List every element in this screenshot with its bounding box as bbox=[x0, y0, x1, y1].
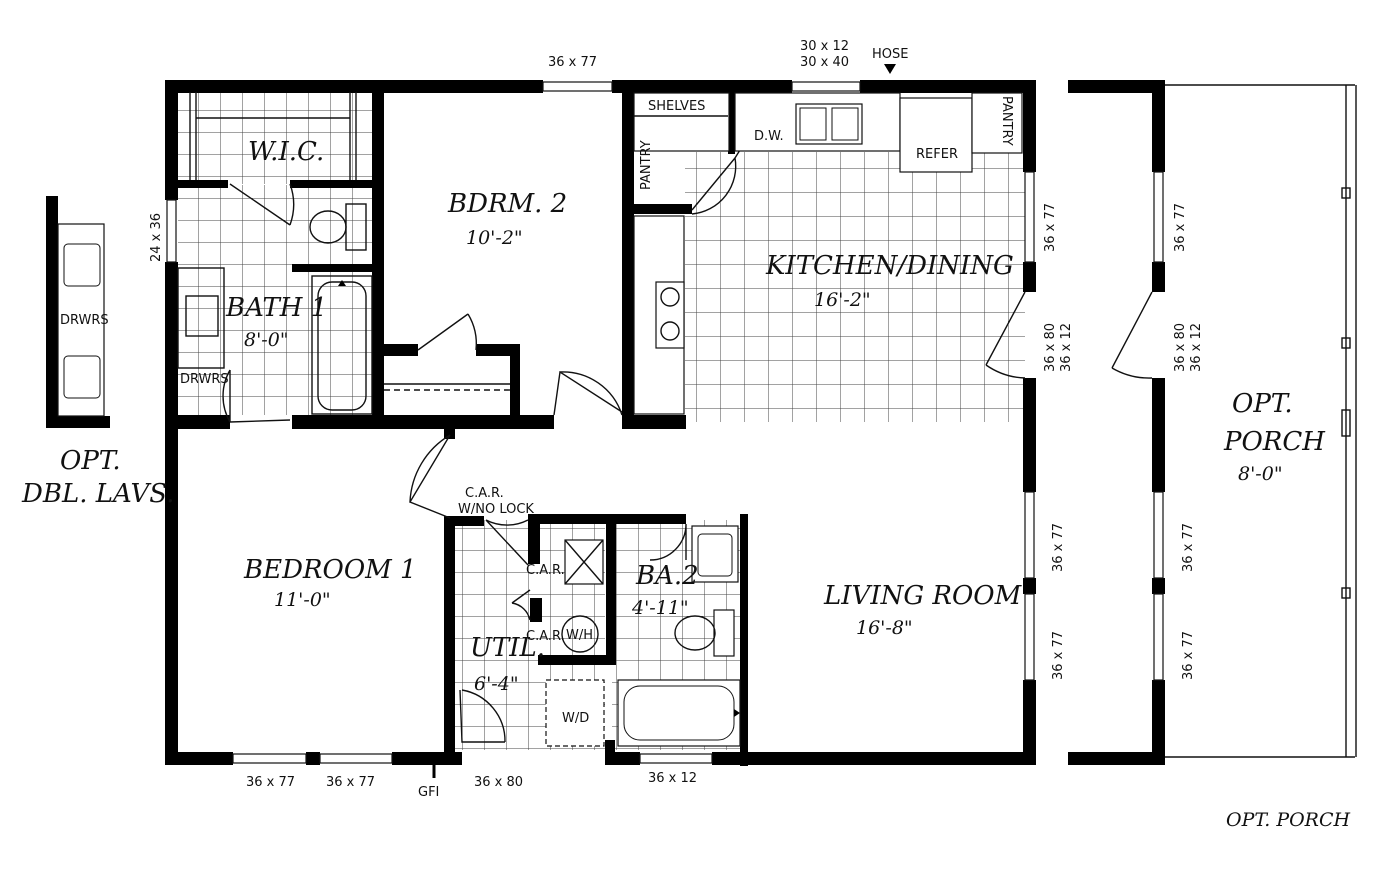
ba2-fixtures bbox=[617, 525, 741, 747]
bath1-tile-floor bbox=[178, 185, 373, 415]
dim-door-right-1: 36 x 80 bbox=[1043, 323, 1058, 372]
porch-caption: OPT. PORCH bbox=[1226, 809, 1351, 831]
dim-porch-door-1: 36 x 80 bbox=[1173, 323, 1188, 372]
dim-top-bdrm2: 36 x 77 bbox=[548, 55, 597, 70]
porch-size: 8'-0" bbox=[1238, 463, 1283, 485]
kitchen-label: KITCHEN/DINING bbox=[765, 251, 1014, 281]
shelves-label: SHELVES bbox=[648, 99, 705, 114]
pantry-label-right: PANTRY bbox=[999, 96, 1014, 146]
ba2-label: BA.2 bbox=[635, 561, 699, 591]
wic-closet-shelving bbox=[189, 92, 357, 180]
dim-porch-2: 36 x 77 bbox=[1181, 523, 1196, 572]
dw-label: D.W. bbox=[754, 129, 784, 144]
dim-living-right-1: 36 x 77 bbox=[1051, 523, 1066, 572]
opt-porch-walls bbox=[1068, 80, 1357, 765]
living-room-size: 16'-8" bbox=[856, 617, 913, 639]
wh-label: W/H bbox=[566, 628, 593, 643]
refer-label: REFER bbox=[916, 147, 958, 162]
bedroom1-size: 11'-0" bbox=[274, 589, 331, 611]
hose-marker bbox=[884, 64, 896, 74]
kitchen-counters bbox=[633, 92, 1023, 415]
dim-bottom-2: 36 x 77 bbox=[326, 775, 375, 790]
opt-lavs-line2: DBL. LAVS. bbox=[21, 479, 174, 509]
util-label: UTIL. bbox=[470, 633, 545, 663]
bath1-label: BATH 1 bbox=[225, 293, 327, 323]
dim-living-right-2: 36 x 77 bbox=[1051, 631, 1066, 680]
drwrs-label-opt: DRWRS bbox=[60, 313, 109, 328]
car-label-1: C.A.R. bbox=[526, 563, 565, 578]
kitchen-tile-floor bbox=[685, 152, 1025, 422]
wic-tile-floor bbox=[178, 92, 373, 184]
dim-porch-door-2: 36 x 12 bbox=[1189, 323, 1204, 372]
dim-kitchen-right: 36 x 77 bbox=[1043, 203, 1058, 252]
wd-label: W/D bbox=[562, 711, 589, 726]
bath1-fixtures bbox=[177, 203, 373, 415]
hose-label: HOSE bbox=[872, 47, 908, 62]
pantry-label-left: PANTRY bbox=[639, 140, 654, 190]
dim-bottom-1: 36 x 77 bbox=[246, 775, 295, 790]
dim-top-kitchen-2: 30 x 40 bbox=[800, 55, 849, 70]
interior-walls bbox=[165, 80, 748, 766]
bdrm2-label: BDRM. 2 bbox=[447, 189, 567, 219]
dim-porch-3: 36 x 77 bbox=[1181, 631, 1196, 680]
wic-label: W.I.C. bbox=[248, 137, 324, 167]
dim-top-kitchen-1: 30 x 12 bbox=[800, 39, 849, 54]
bdrm2-size: 10'-2" bbox=[466, 227, 523, 249]
car-nolock-line1: C.A.R. bbox=[465, 486, 504, 501]
porch-label-line1: OPT. bbox=[1232, 389, 1293, 419]
car-label-2: C.A.R. bbox=[526, 629, 565, 644]
doors bbox=[222, 149, 1026, 743]
living-room-label: LIVING ROOM bbox=[823, 581, 1023, 611]
car-nolock-line2: W/NO LOCK bbox=[458, 502, 534, 517]
gfi-label: GFI bbox=[418, 785, 439, 800]
bdrm2-closet-shelf bbox=[384, 383, 510, 391]
util-size: 6'-4" bbox=[474, 673, 519, 695]
ba2-size: 4'-11" bbox=[631, 597, 689, 619]
porch-label-line2: PORCH bbox=[1223, 427, 1326, 457]
bedroom1-label: BEDROOM 1 bbox=[243, 555, 417, 585]
utility-fixtures bbox=[545, 539, 605, 747]
drwrs-label-bath: DRWRS bbox=[180, 372, 229, 387]
bath1-size: 8'-0" bbox=[244, 329, 289, 351]
windows bbox=[166, 81, 1035, 764]
opt-dbl-lavs-vanity bbox=[46, 196, 110, 428]
exterior-walls bbox=[165, 80, 1036, 765]
opt-lavs-line1: OPT. bbox=[60, 446, 121, 476]
dim-bottom-door: 36 x 80 bbox=[474, 775, 523, 790]
dim-left-bath: 24 x 36 bbox=[149, 213, 164, 262]
dim-door-right-2: 36 x 12 bbox=[1059, 323, 1074, 372]
dim-porch-1: 36 x 77 bbox=[1173, 203, 1188, 252]
kitchen-size: 16'-2" bbox=[814, 289, 871, 311]
dim-bottom-kitchen: 36 x 12 bbox=[648, 771, 697, 786]
